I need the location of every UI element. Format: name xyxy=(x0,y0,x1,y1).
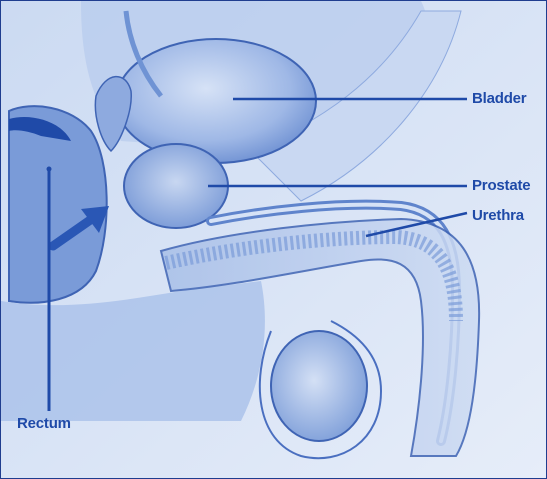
testis-shape xyxy=(271,331,367,441)
label-rectum: Rectum xyxy=(17,415,71,432)
label-prostate: Prostate xyxy=(472,177,530,194)
rectum-leader-dot xyxy=(47,167,52,172)
label-bladder: Bladder xyxy=(472,90,526,107)
bladder-shape xyxy=(116,39,316,163)
label-urethra: Urethra xyxy=(472,207,524,224)
